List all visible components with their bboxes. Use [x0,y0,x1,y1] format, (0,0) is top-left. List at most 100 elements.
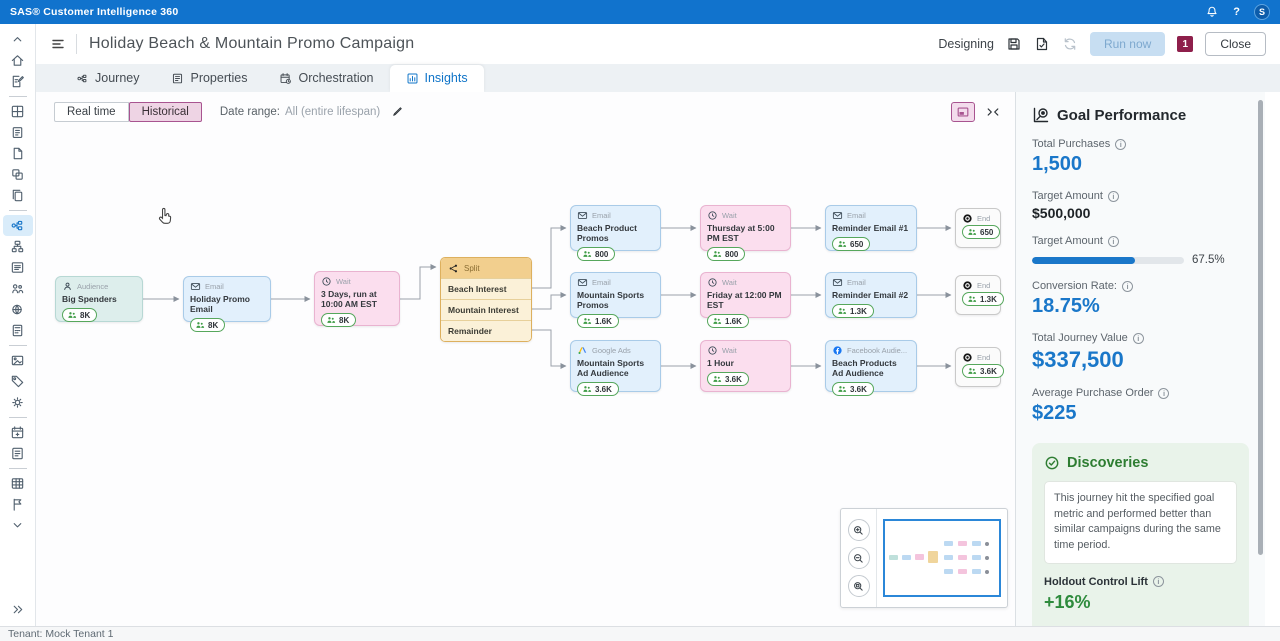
sidebar-item-tables[interactable] [3,473,33,494]
sidebar-item-settings[interactable] [3,392,33,413]
validate-icon[interactable] [1034,36,1050,52]
node-email-mountain-sports-promos[interactable]: Email Mountain Sports Promos 1.6K [570,272,661,329]
zoom-out-icon [854,553,863,563]
sidebar-item-copies[interactable] [3,185,33,206]
minimap-node [915,554,924,560]
tenant-label: Tenant: Mock Tenant 1 [8,628,114,640]
run-now-button[interactable]: Run now [1089,32,1166,56]
sidebar-item-forms[interactable] [3,443,33,464]
split-branch-beach[interactable]: Beach Interest [441,278,531,299]
info-icon[interactable] [1115,138,1127,150]
node-type-label: Email [847,278,866,287]
tab-properties[interactable]: Properties [155,65,263,92]
split-branch-mountain[interactable]: Mountain Interest [441,299,531,320]
date-range-value: All (entire lifespan) [284,106,381,118]
node-end-3[interactable]: End 3.6K [955,347,1004,387]
sidebar-item-tags[interactable] [3,371,33,392]
node-wait-3-days[interactable]: Wait 3 Days, run at 10:00 AM EST 8K [314,271,400,328]
sidebar-item-home[interactable] [3,50,33,71]
node-google-ads-audience[interactable]: Google Ads Mountain Sports Ad Audience 3… [570,340,661,397]
split-branch-remainder[interactable]: Remainder [441,320,531,341]
node-email-holiday-promo[interactable]: Email Holiday Promo Email 8K [183,276,271,333]
help-icon[interactable]: ? [1233,6,1240,18]
save-icon[interactable] [1006,36,1022,52]
people-icon [968,296,977,302]
node-email-reminder-2[interactable]: Email Reminder Email #2 1.3K [825,272,917,319]
zoom-fit-button[interactable] [847,575,870,597]
sidebar-item-flags[interactable] [3,494,33,515]
people-icon [838,386,847,393]
sidebar-item-audiences[interactable] [3,278,33,299]
sidebar-item-tasks[interactable] [3,122,33,143]
tab-insights[interactable]: Insights [389,65,484,92]
sidebar-collapse-down[interactable] [3,515,33,536]
tab-orchestration[interactable]: Orchestration [263,65,389,92]
panel-scrollbar-thumb[interactable] [1258,100,1263,555]
document-icon [13,147,23,160]
node-email-reminder-1[interactable]: Email Reminder Email #1 650 [825,205,917,252]
journey-value-label: Total Journey Value [1032,332,1249,344]
user-avatar[interactable]: S [1254,4,1270,20]
node-count-badge: 1.3K [962,292,1004,306]
sidebar-item-assets[interactable] [3,164,33,185]
minimap-map[interactable] [883,515,1001,601]
node-email-beach-product-promos[interactable]: Email Beach Product Promos 800 [570,205,661,262]
sidebar-item-notes[interactable] [3,71,33,92]
node-facebook-ad-audience[interactable]: Facebook Audie... Beach Products Ad Audi… [825,340,917,397]
sidebar-item-lists[interactable] [3,257,33,278]
minimap-viewport[interactable] [883,519,1001,597]
realtime-button[interactable]: Real time [54,102,129,122]
zoom-out-button[interactable] [847,547,870,569]
info-icon[interactable] [1158,387,1170,399]
sidebar-item-journeys[interactable] [2,215,33,236]
node-split[interactable]: Split Beach Interest Mountain Interest R… [440,257,532,342]
node-end-1[interactable]: End 650 [955,208,1001,248]
node-title: Beach Products Ad Audience [832,358,897,379]
journey-canvas[interactable]: Real time Historical Date range: All (en… [36,92,1015,626]
end-icon [963,214,972,223]
sidebar-item-apps-grid[interactable] [3,101,33,122]
conversion-rate-value: 18.75% [1032,295,1100,317]
notifications-bell-icon[interactable] [1205,5,1219,19]
sidebar-item-calculations[interactable] [3,320,33,341]
zoom-in-button[interactable] [847,519,870,541]
sidebar-expand[interactable] [3,599,33,620]
panel-toggle-button[interactable] [951,102,975,122]
sidebar-collapse-up[interactable] [3,29,33,50]
node-count-badge: 1.6K [577,314,619,329]
refresh-icon[interactable] [1062,36,1078,52]
collapse-arrows-icon [987,108,999,116]
node-type-label: Email [592,278,611,287]
media-image-icon [11,355,24,366]
historical-button[interactable]: Historical [128,102,202,122]
node-audience-big-spenders[interactable]: Audience Big Spenders 8K [55,276,143,323]
info-icon[interactable] [1132,332,1144,344]
sidebar-item-documents[interactable] [3,143,33,164]
edit-date-range-icon[interactable] [390,106,403,119]
validation-count-badge[interactable]: 1 [1177,36,1194,52]
node-end-2[interactable]: End 1.3K [955,275,1004,315]
target-progress: 67.5% [1032,254,1249,266]
sidebar-item-segments[interactable] [3,236,33,257]
tag-icon [11,375,24,388]
node-wait-friday[interactable]: Wait Friday at 12:00 PM EST 1.6K [700,272,791,329]
tab-journey[interactable]: Journey [60,65,155,92]
people-icon [713,376,722,382]
info-icon[interactable] [1107,235,1119,247]
node-title: Holiday Promo Email [190,294,250,315]
people-icon [713,318,722,325]
copy-icon [12,189,23,202]
close-button[interactable]: Close [1205,32,1266,56]
sidebar-item-share[interactable] [3,299,33,320]
menu-icon[interactable] [50,36,66,52]
info-icon[interactable] [1152,576,1164,588]
calendar-star-icon [11,426,24,439]
node-wait-thursday[interactable]: Wait Thursday at 5:00 PM EST 800 [700,205,791,262]
sidebar-item-events[interactable] [3,422,33,443]
info-icon[interactable] [1122,280,1133,292]
fit-view-button[interactable] [981,102,1005,122]
node-wait-1-hour[interactable]: Wait 1 Hour 3.6K [700,340,791,392]
sidebar-item-media[interactable] [3,350,33,371]
progress-percent: 67.5% [1192,254,1225,266]
info-icon[interactable] [1107,190,1119,202]
